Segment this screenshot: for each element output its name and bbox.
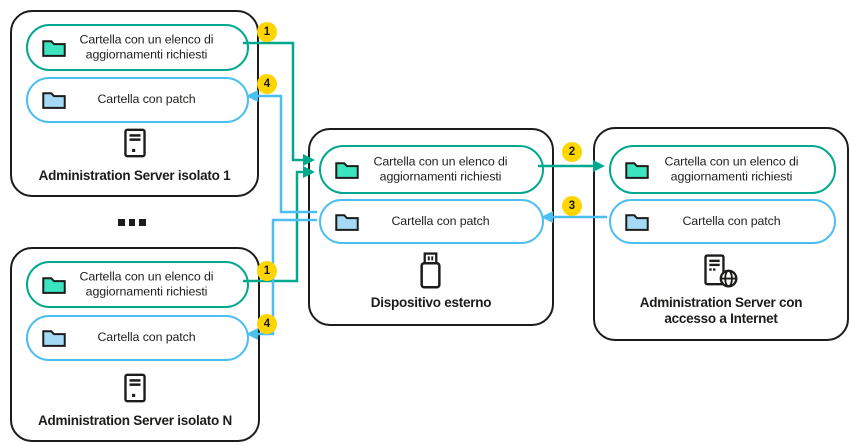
folder-patch-pill: Cartella con patch xyxy=(26,315,249,361)
folder-patch-label: Cartella con patch xyxy=(97,92,196,107)
step-badge-3: 3 xyxy=(562,196,582,216)
folder-patch-pill: Cartella con patch xyxy=(26,77,249,123)
server-tower-icon xyxy=(124,128,146,158)
server-tower-icon xyxy=(124,373,146,403)
folder-patch-pill: Cartella con patch xyxy=(319,199,544,244)
folder-patch-pill: Cartella con patch xyxy=(609,199,836,244)
ellipsis-separator xyxy=(118,219,146,226)
folder-updates-list-pill: Cartella con un elenco di aggiornamenti … xyxy=(319,145,544,194)
usb-drive-icon xyxy=(418,252,443,289)
step-badge-1-bottom: 1 xyxy=(257,261,277,281)
folder-updates-list-pill: Cartella con un elenco di aggiornamenti … xyxy=(26,24,249,71)
node-administration-server-internet: Cartella con un elenco di aggiornamenti … xyxy=(593,127,849,341)
step-badge-2: 2 xyxy=(562,142,582,162)
folder-patch-label: Cartella con patch xyxy=(97,330,196,345)
step-badge-4-top: 4 xyxy=(257,74,277,94)
node-title: Administration Server isolato N xyxy=(37,413,233,428)
node-title: Administration Server con accesso a Inte… xyxy=(639,295,803,327)
node-title: Administration Server isolato 1 xyxy=(38,168,231,183)
folder-patch-label: Cartella con patch xyxy=(391,213,490,228)
node-administration-server-isolated-1: Cartella con un elenco di aggiornamenti … xyxy=(10,10,259,197)
folder-patch-label: Cartella con patch xyxy=(682,213,781,228)
folder-updates-label: Cartella con un elenco di aggiornamenti … xyxy=(373,153,508,184)
server-globe-icon xyxy=(704,254,738,288)
step-badge-1-top: 1 xyxy=(257,22,277,42)
folder-updates-label: Cartella con un elenco di aggiornamenti … xyxy=(664,153,799,184)
node-title: Dispositivo esterno xyxy=(370,295,492,310)
folder-updates-label: Cartella con un elenco di aggiornamenti … xyxy=(79,31,214,62)
folder-updates-list-pill: Cartella con un elenco di aggiornamenti … xyxy=(609,145,836,194)
step-badge-4-bottom: 4 xyxy=(257,314,277,334)
node-external-device: Cartella con un elenco di aggiornamenti … xyxy=(308,128,554,326)
folder-updates-label: Cartella con un elenco di aggiornamenti … xyxy=(79,268,214,299)
node-administration-server-isolated-n: Cartella con un elenco di aggiornamenti … xyxy=(10,247,260,442)
folder-updates-list-pill: Cartella con un elenco di aggiornamenti … xyxy=(26,261,249,308)
